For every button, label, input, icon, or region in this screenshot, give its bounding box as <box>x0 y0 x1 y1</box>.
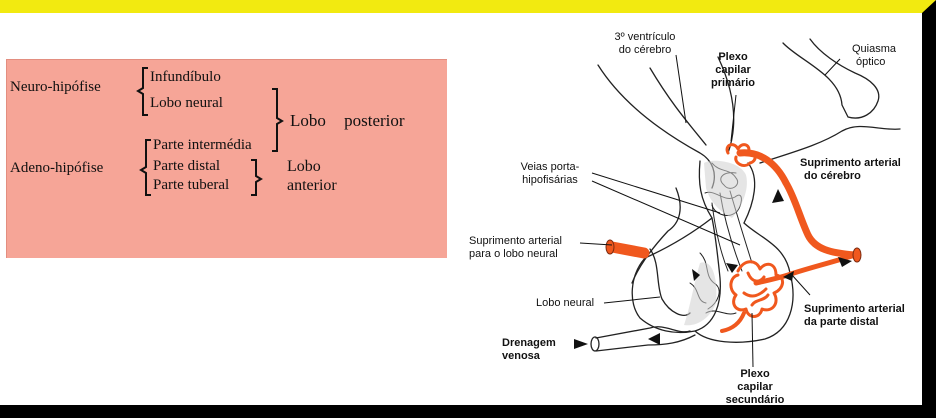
leader-plexo-secundario <box>752 313 753 367</box>
ventricle-outline <box>598 65 714 188</box>
arrow-brain-up <box>772 189 784 203</box>
quiasma-line2: óptico <box>852 56 896 69</box>
screen: Neuro-hipófise Infundíbulo Lobo neural L… <box>0 0 936 405</box>
quiasma-label: Quiasma óptico <box>852 43 896 69</box>
leader-quiasma <box>825 59 840 75</box>
ventriculo-label-line2: do cérebro <box>600 44 690 57</box>
neural-lobe-artery-opening <box>606 240 614 254</box>
veias-line2: hipofisárias <box>508 174 592 187</box>
neural-lobe-artery <box>612 247 644 253</box>
plexo-secundario-line2: capilar <box>720 381 790 394</box>
plexo-primario-line1: Plexo <box>702 51 764 64</box>
plexo-primario-line2: capilar <box>702 64 764 77</box>
brain-artery-opening <box>853 248 861 262</box>
veias-line1: Veias porta- <box>508 161 592 174</box>
supr-distal-line2: da parte distal <box>804 316 905 329</box>
suprimento-distal-label: Suprimento arterial da parte distal <box>804 303 905 329</box>
supr-cerebro-line1: Suprimento arterial <box>800 157 901 170</box>
secondary-plexus-drain <box>722 313 744 331</box>
leader-supr-distal <box>792 275 810 295</box>
pituitary-diagram <box>0 13 936 418</box>
ventriculo-label-line1: 3º ventrículo <box>600 31 690 44</box>
drenagem-line1: Drenagem <box>502 337 556 350</box>
arrow-drainage-2 <box>574 339 588 349</box>
arrow-portal <box>726 263 738 273</box>
primary-plexus-shading <box>704 161 747 218</box>
drenagem-line2: venosa <box>502 350 556 363</box>
venous-drainage-vessel <box>596 327 695 351</box>
arrow-drainage <box>648 333 660 345</box>
lobo-neural-diagram-label: Lobo neural <box>536 297 594 310</box>
left-tissue-outline <box>632 188 680 283</box>
supr-neural-line1: Suprimento arterial <box>469 235 562 248</box>
posterior-lobe-shading <box>684 262 716 325</box>
page: Neuro-hipófise Infundíbulo Lobo neural L… <box>0 0 936 405</box>
plexo-primario-line3: primário <box>702 77 764 90</box>
venous-drainage-opening <box>591 337 599 351</box>
quiasma-line1: Quiasma <box>852 43 896 56</box>
plexo-primario-label: Plexo capilar primário <box>702 51 764 90</box>
plexo-secundario-label: Plexo capilar secundário <box>720 368 790 407</box>
plexo-secundario-line1: Plexo <box>720 368 790 381</box>
stalk-right-outline <box>744 163 755 223</box>
neural-lobe-vessel <box>650 249 690 315</box>
ventricle-inner-outline <box>650 68 706 145</box>
suprimento-cerebro-label: Suprimento arterial do cérebro <box>800 157 901 183</box>
ventriculo-label: 3º ventrículo do cérebro <box>600 31 690 57</box>
supr-neural-line2: para o lobo neural <box>469 248 562 261</box>
secondary-plexus <box>731 262 783 317</box>
suprimento-neural-label: Suprimento arterial para o lobo neural <box>469 235 562 261</box>
supr-distal-line1: Suprimento arterial <box>804 303 905 316</box>
supr-cerebro-line2: do cérebro <box>800 170 901 183</box>
drenagem-venosa-label: Drenagem venosa <box>502 337 556 363</box>
plexo-secundario-line3: secundário <box>720 394 790 407</box>
veias-porta-label: Veias porta- hipofisárias <box>508 161 592 187</box>
